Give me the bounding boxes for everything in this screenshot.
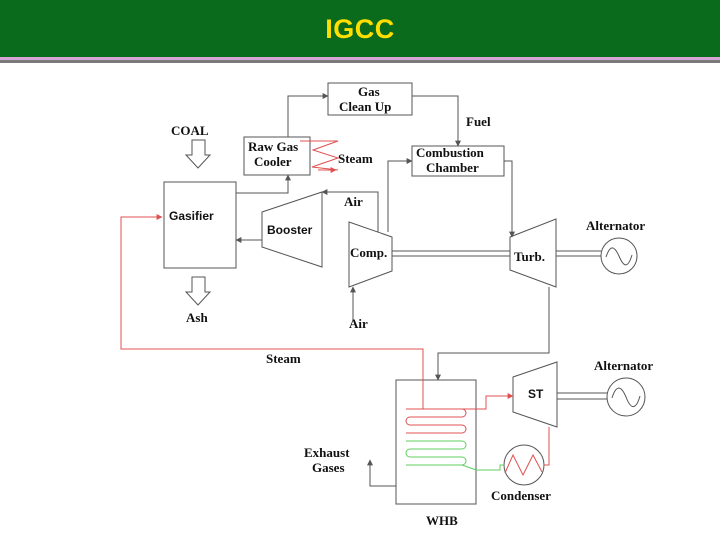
sine-wave-icon (605, 247, 633, 266)
coal-arrow (184, 139, 212, 169)
st-label: ST (528, 387, 544, 401)
comp-label: Comp. (350, 245, 387, 260)
whb-box (395, 379, 477, 505)
header-bar (0, 0, 720, 57)
gas-clean-up-box (327, 82, 413, 116)
ash-label: Ash (186, 310, 208, 325)
raw-gas-cooler-box (243, 136, 311, 176)
alternator-2-label: Alternator (594, 358, 653, 373)
steam-bottom-label: Steam (266, 351, 301, 366)
turb-label: Turb. (514, 249, 545, 264)
exhaust-label-1: Exhaust (304, 445, 350, 460)
combustion-label-2: Chamber (426, 160, 479, 175)
fuel-label: Fuel (466, 114, 491, 129)
condenser-coil (504, 453, 543, 477)
gas-clean-up-label-2: Clean Up (339, 99, 391, 114)
whb-water-coil (405, 440, 467, 466)
booster-compressor (261, 191, 323, 268)
page-title: IGCC (325, 14, 395, 44)
gasifier-label: Gasifier (169, 209, 214, 223)
steam-turbine (512, 361, 558, 428)
sine-wave-icon (611, 387, 641, 408)
gasifier-box (163, 181, 237, 269)
header-divider-gray (0, 60, 720, 63)
header-divider-pink (0, 57, 720, 60)
whb-steam-coil (405, 408, 467, 434)
gas-clean-up-label-1: Gas (358, 84, 380, 99)
condenser-label: Condenser (491, 488, 551, 503)
exhaust-label-2: Gases (312, 460, 345, 475)
combustion-label-1: Combustion (416, 145, 485, 160)
raw-gas-cooler-label-2: Cooler (254, 154, 292, 169)
alternator-1-label: Alternator (586, 218, 645, 233)
raw-gas-cooler-label-1: Raw Gas (248, 139, 298, 154)
air-top-label: Air (344, 194, 363, 209)
gas-turbine (509, 218, 557, 288)
ash-arrow (184, 276, 212, 306)
cooler-steam-coil (300, 140, 340, 171)
air-bottom-label: Air (349, 316, 368, 331)
whb-label: WHB (426, 513, 458, 528)
steam-top-label: Steam (338, 151, 373, 166)
booster-label: Booster (267, 223, 313, 237)
coal-label: COAL (171, 123, 209, 138)
